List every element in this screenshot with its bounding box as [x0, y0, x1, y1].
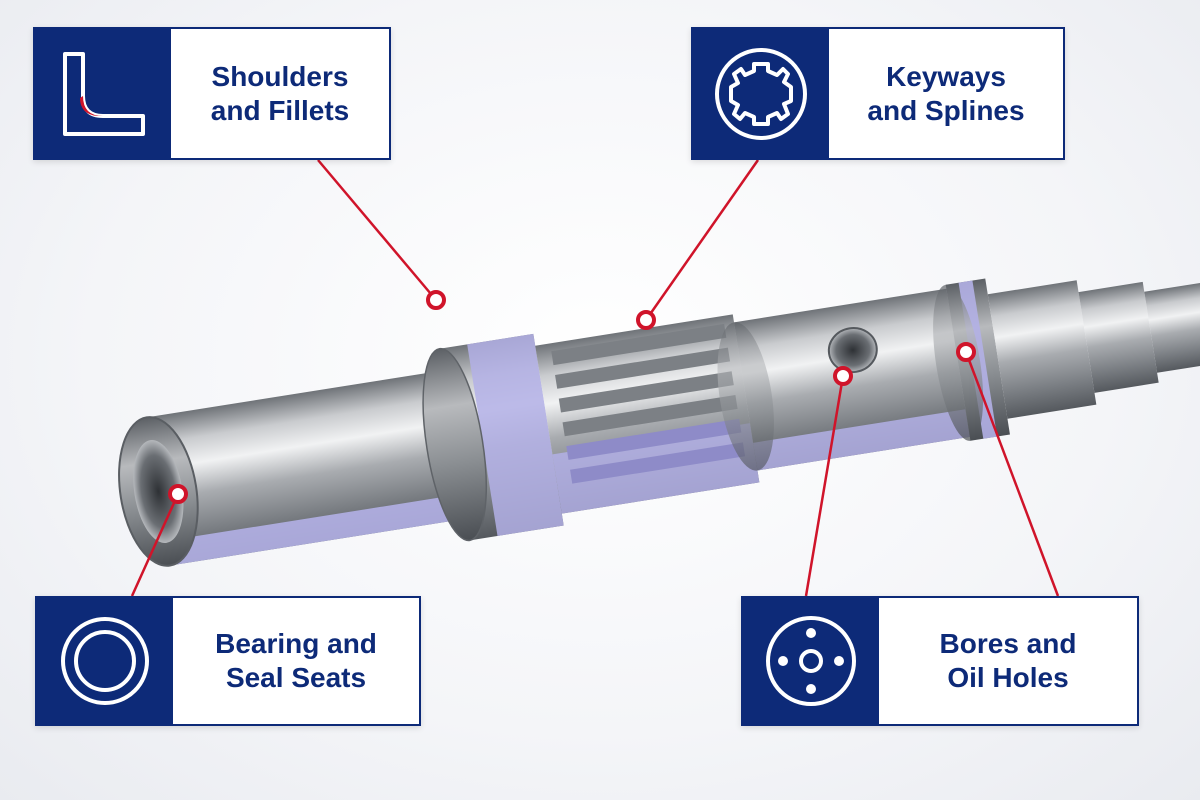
label-line-2: and Fillets — [210, 94, 350, 126]
leader-line-bearing — [130, 493, 180, 597]
spline-ring-icon — [693, 29, 829, 158]
label-line-1: Shoulders — [211, 60, 349, 92]
label-line-1: Bores and — [939, 628, 1077, 659]
bearing-ring-icon — [37, 598, 173, 724]
leader-line-shoulders — [317, 159, 437, 301]
oil-hole-section — [717, 288, 970, 471]
marker-dot-seal — [956, 342, 976, 362]
marker-dot-bearing — [168, 484, 188, 504]
label-line-2: Seal Seats — [225, 662, 367, 693]
marker-dot-shoulders — [426, 290, 446, 310]
fillet-profile-icon — [35, 29, 171, 158]
stepped-end — [987, 280, 1200, 419]
seal-ring — [933, 278, 1010, 441]
bolt-circle-icon — [743, 598, 879, 724]
leader-line-bores — [804, 375, 845, 597]
label-line-1: Keyways — [886, 60, 1006, 92]
leader-line-keyways — [644, 159, 760, 321]
shoulder-collar — [422, 333, 564, 542]
marker-dot-bores — [833, 366, 853, 386]
marker-dot-keyways — [636, 310, 656, 330]
label-line-2: and Splines — [867, 94, 1025, 126]
label-line-2: Oil Holes — [947, 662, 1069, 693]
spline-section — [535, 314, 760, 514]
bearing-seat-section — [118, 370, 467, 567]
label-line-1: Bearing and — [215, 628, 377, 659]
oil-hole — [827, 327, 878, 374]
leader-line-seal — [964, 351, 1060, 597]
